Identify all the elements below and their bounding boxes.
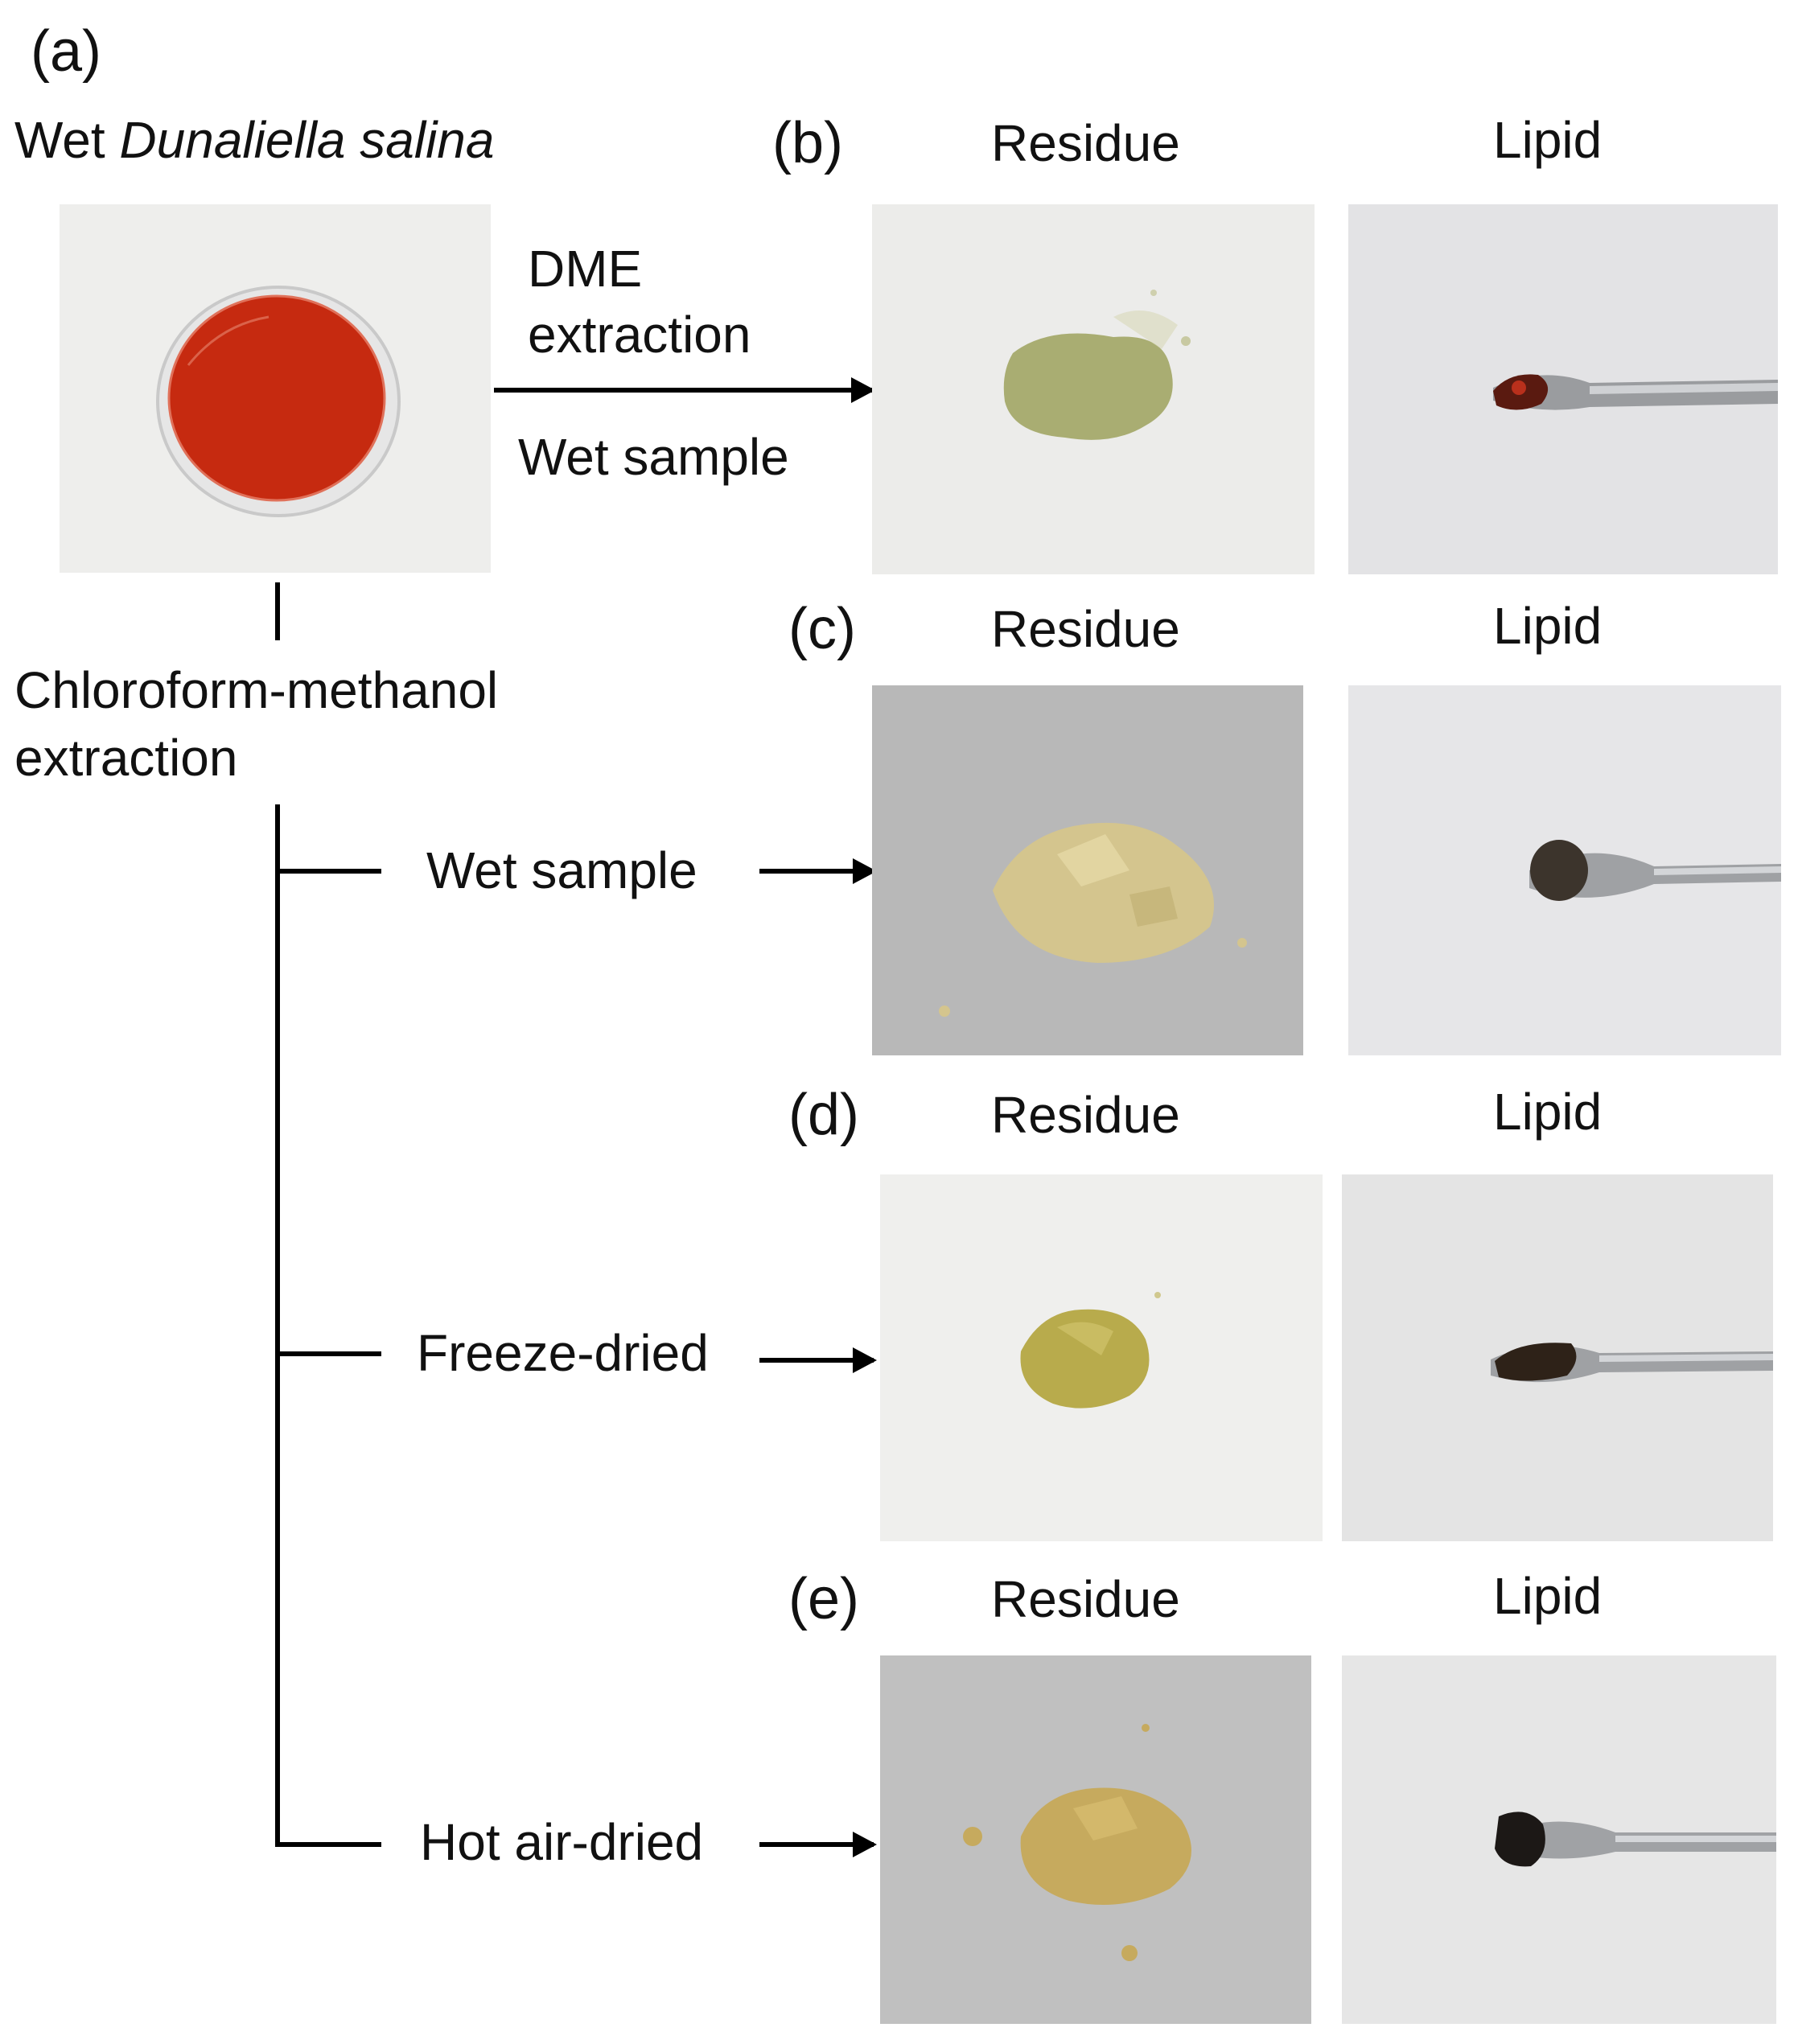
residue-powder-e xyxy=(880,1655,1311,2024)
lipid-photo-b xyxy=(1348,204,1778,574)
residue-powder-b xyxy=(872,204,1315,574)
residue-powder-c xyxy=(872,685,1303,1055)
connector-line-top xyxy=(275,582,280,640)
residue-photo-c xyxy=(872,685,1303,1055)
lipid-heading-c: Lipid xyxy=(1493,597,1603,655)
panel-b-label: (b) xyxy=(772,111,843,175)
spatula-lipid-c xyxy=(1348,685,1781,1055)
panel-c-label: (c) xyxy=(788,597,856,661)
chloroform-label-line2: extraction xyxy=(14,729,238,787)
branch-hot-label: Hot air-dried xyxy=(420,1813,704,1871)
panel-a-label: (a) xyxy=(31,19,101,84)
petri-dish-culture xyxy=(60,204,491,573)
branch-freeze-label: Freeze-dried xyxy=(417,1324,709,1382)
dme-label-line2: extraction xyxy=(528,306,751,364)
dme-sample-label: Wet sample xyxy=(518,428,789,486)
lipid-heading-b: Lipid xyxy=(1493,111,1603,169)
residue-heading-d: Residue xyxy=(991,1086,1180,1144)
lipid-heading-e: Lipid xyxy=(1493,1567,1603,1625)
wet-culture-photo xyxy=(60,204,491,573)
lipid-photo-d xyxy=(1342,1174,1773,1541)
panel-d-label: (d) xyxy=(788,1083,859,1147)
residue-heading-e: Residue xyxy=(991,1570,1180,1628)
arrow-hot xyxy=(759,1832,877,1857)
chloroform-label-line1: Chloroform-methanol xyxy=(14,661,499,719)
spatula-lipid-d xyxy=(1342,1174,1773,1541)
lipid-photo-c xyxy=(1348,685,1781,1055)
lipid-heading-d: Lipid xyxy=(1493,1083,1603,1141)
branch-wet-label: Wet sample xyxy=(426,841,697,899)
branch-line-freeze xyxy=(275,1351,381,1356)
dme-label-line1: DME xyxy=(528,240,643,298)
branch-line-hot xyxy=(275,1842,381,1847)
arrow-wet xyxy=(759,858,877,884)
dme-arrow xyxy=(494,377,875,403)
residue-heading-c: Residue xyxy=(991,600,1180,658)
panel-e-label: (e) xyxy=(788,1567,859,1631)
tree-trunk-line xyxy=(275,804,280,1847)
spatula-lipid-e xyxy=(1342,1655,1776,2024)
residue-heading-b: Residue xyxy=(991,114,1180,172)
species-name: Dunaliella salina xyxy=(119,111,495,169)
arrow-freeze xyxy=(759,1347,877,1373)
residue-powder-d xyxy=(880,1174,1323,1541)
lipid-photo-e xyxy=(1342,1655,1776,2024)
branch-line-wet xyxy=(275,869,381,874)
residue-photo-b xyxy=(872,204,1315,574)
species-title: Wet Dunaliella salina xyxy=(14,111,495,169)
spatula-lipid-b xyxy=(1348,204,1778,574)
residue-photo-d xyxy=(880,1174,1323,1541)
residue-photo-e xyxy=(880,1655,1311,2024)
